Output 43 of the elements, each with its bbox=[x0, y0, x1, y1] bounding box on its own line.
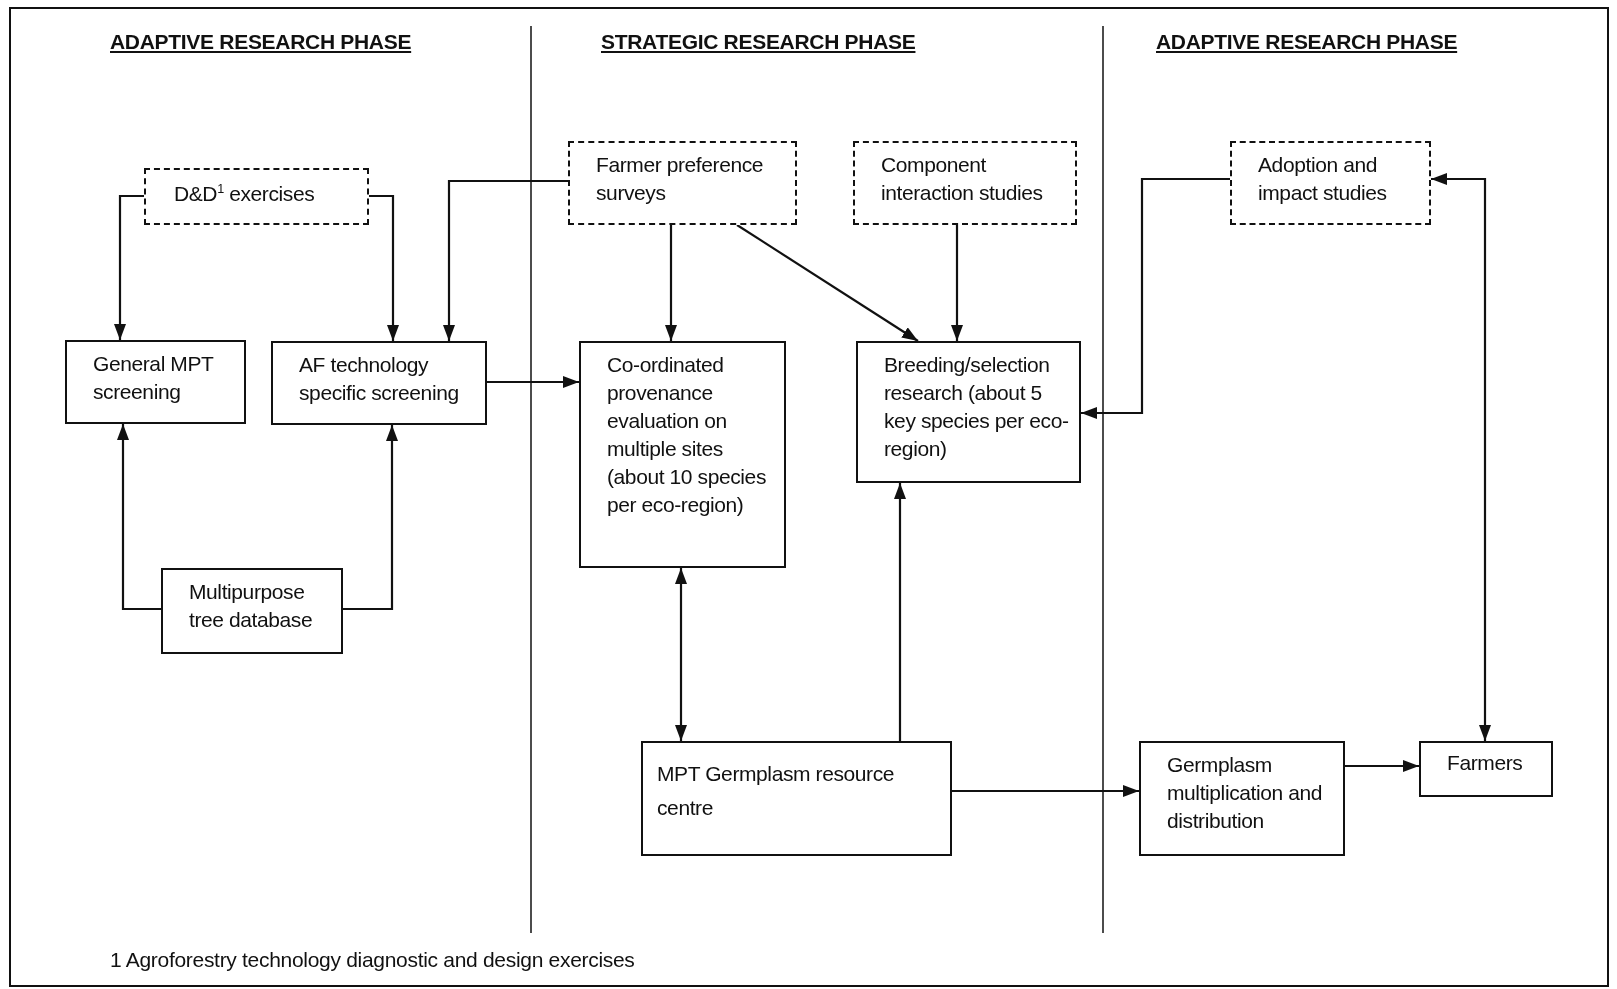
arrow bbox=[1081, 177, 1230, 419]
box-text: Co-ordinated provenance evaluation on multiple sites (about 10 species per eco-region) bbox=[607, 352, 767, 518]
dashed-box bbox=[144, 168, 369, 225]
arrow bbox=[369, 194, 399, 341]
box-text: Germplasm multiplication and distribution bbox=[1167, 752, 1324, 834]
arrow bbox=[114, 194, 144, 340]
process-box bbox=[641, 741, 952, 856]
box-text: AF technology specific screening bbox=[299, 352, 460, 406]
arrow bbox=[894, 483, 906, 741]
dashed-box bbox=[568, 141, 797, 225]
arrow bbox=[1345, 760, 1419, 772]
arrow bbox=[117, 424, 161, 611]
box-text: Farmers bbox=[1447, 750, 1524, 776]
arrow bbox=[487, 376, 579, 388]
process-box bbox=[1419, 741, 1553, 797]
footnote: 1 Agroforestry technology diagnostic and design exercises bbox=[110, 948, 635, 972]
dashed-box bbox=[1230, 141, 1431, 225]
column-heading: STRATEGIC RESEARCH PHASE bbox=[601, 30, 916, 54]
arrow bbox=[952, 785, 1139, 797]
process-box bbox=[161, 568, 343, 654]
box-text: Multipurpose tree database bbox=[189, 579, 314, 633]
process-box bbox=[271, 341, 487, 425]
process-box bbox=[856, 341, 1081, 483]
box-text: Adoption and impact studies bbox=[1258, 152, 1388, 206]
arrow bbox=[443, 179, 568, 341]
process-box bbox=[579, 341, 786, 568]
column-heading: ADAPTIVE RESEARCH PHASE bbox=[110, 30, 412, 54]
arrow bbox=[675, 568, 687, 741]
arrow bbox=[665, 225, 677, 341]
arrow bbox=[343, 425, 398, 611]
arrow bbox=[1431, 173, 1491, 741]
box-text: Farmer preference surveys bbox=[596, 152, 765, 206]
box-text: Breeding/selection research (about 5 key species per eco-region) bbox=[884, 352, 1070, 462]
box-text: D&D$^{1}$ exercises bbox=[174, 181, 316, 207]
box-text: MPT Germplasm resource centre bbox=[657, 761, 896, 821]
dashed-box bbox=[853, 141, 1077, 225]
box-text: General MPT screening bbox=[93, 351, 215, 405]
box-text: Component interaction studies bbox=[881, 152, 1044, 206]
process-box bbox=[1139, 741, 1345, 856]
column-heading: ADAPTIVE RESEARCH PHASE bbox=[1156, 30, 1458, 54]
arrow bbox=[951, 225, 963, 341]
process-box bbox=[65, 340, 246, 424]
arrow bbox=[736, 224, 919, 342]
